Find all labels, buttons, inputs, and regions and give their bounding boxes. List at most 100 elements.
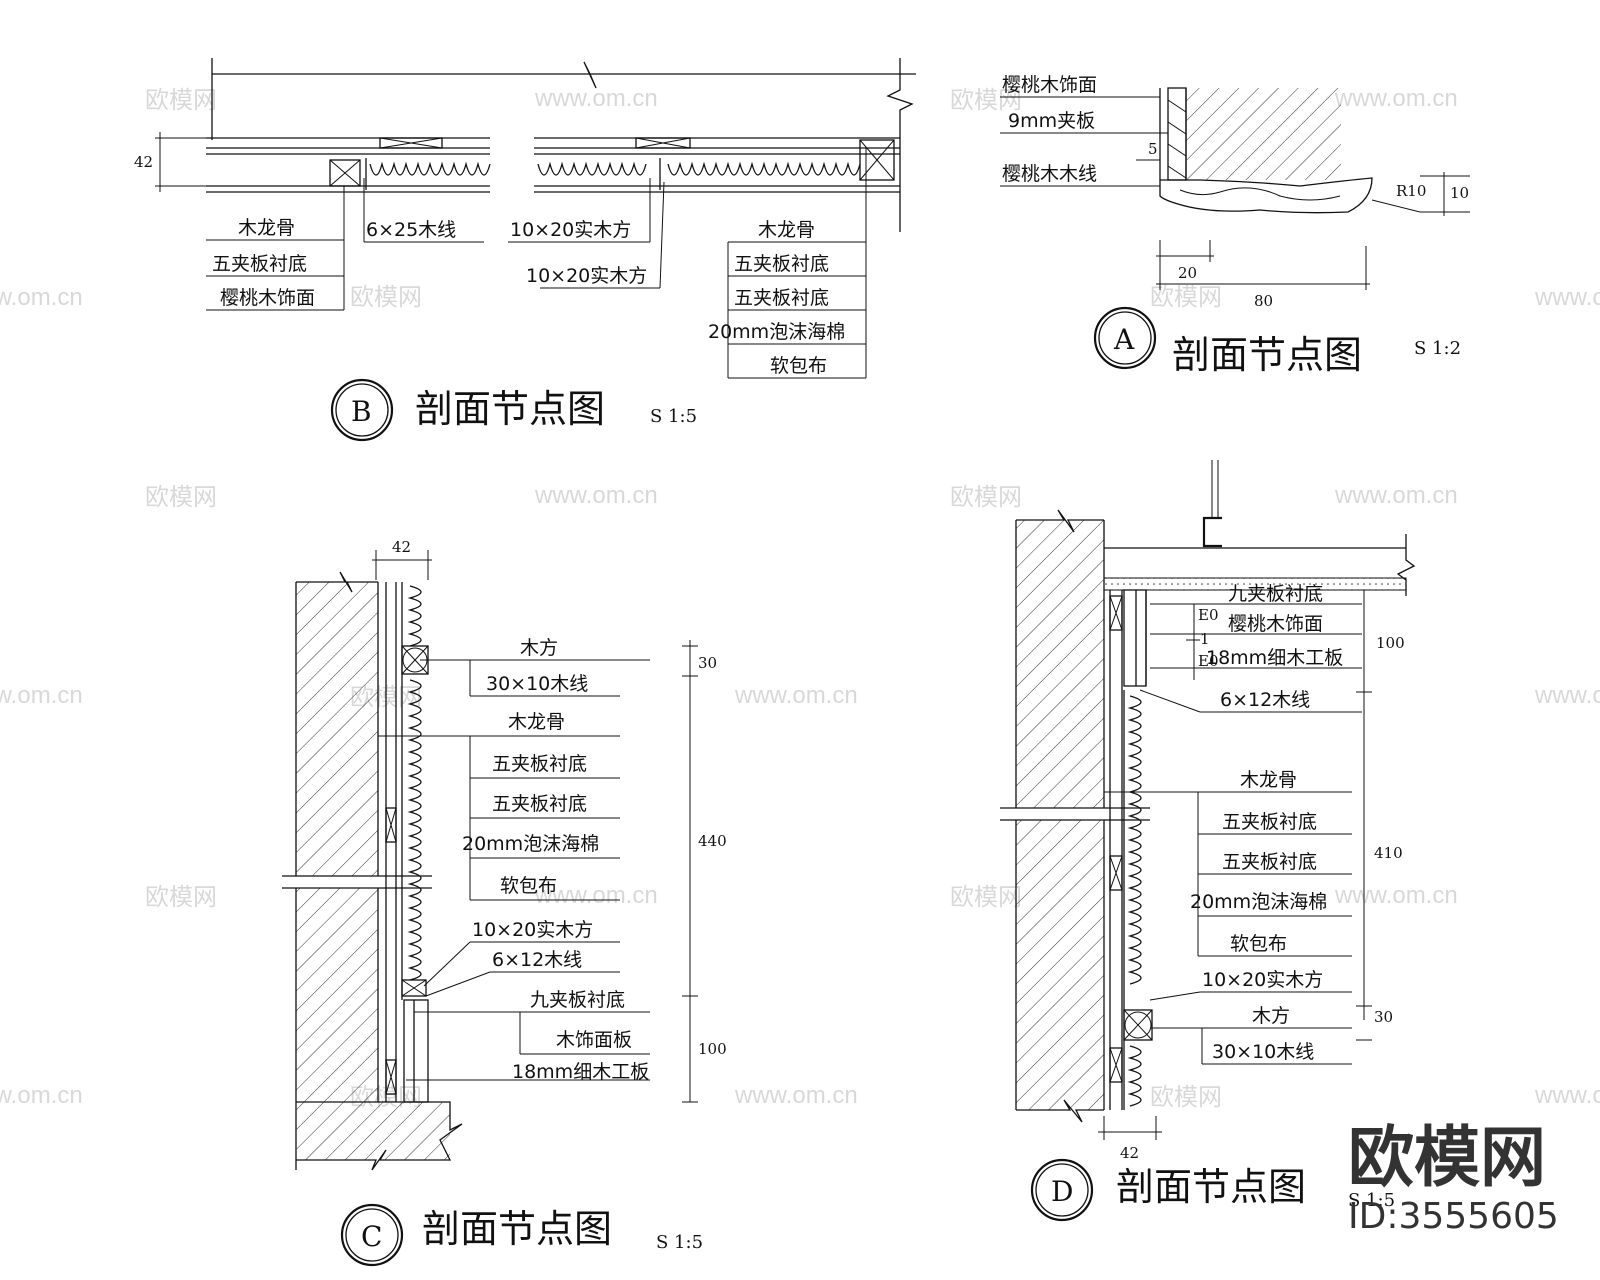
detail-d-label-foam: 20mm泡沫海棉 (1190, 891, 1327, 913)
detail-d-label-blockboard: 18mm细木工板 (1206, 647, 1343, 669)
detail-d-label-plywood-top: 九夹板衬底 (1228, 583, 1323, 605)
watermark-text: 欧模网 (1150, 284, 1222, 311)
brand-mark: 欧模网 ID:3555605 (1348, 1119, 1559, 1237)
detail-d-dim-e0-1: E0 (1198, 606, 1219, 624)
detail-a-label-plywood: 9mm夹板 (1008, 110, 1095, 132)
watermark-url: www.om.cn (1534, 682, 1600, 709)
detail-a-molding (1159, 177, 1373, 214)
detail-c-label-blockboard: 18mm细木工板 (512, 1061, 649, 1083)
detail-d-dim-30: 30 (1374, 1008, 1393, 1026)
detail-b-label-block-1: 10×20实木方 (510, 219, 631, 241)
detail-b: 42 木龙骨 五夹板衬底 樱桃木饰面 6×25木线 10×20实木方 10×20… (134, 58, 916, 442)
detail-c: 42 木方 30×10木线 木龙骨 五夹板衬底 五夹板衬底 20mm泡沫海棉 软… (282, 538, 727, 1267)
detail-d-label-plywood-1: 五夹板衬底 (1222, 811, 1317, 833)
detail-a-title: 剖面节点图 (1172, 333, 1362, 377)
detail-b-label-keel: 木龙骨 (238, 217, 295, 239)
detail-a-dim-r10: R10 (1396, 182, 1426, 200)
detail-d-label-block: 10×20实木方 (1202, 969, 1323, 991)
detail-a-marker-circle (1093, 306, 1157, 370)
detail-a-label-veneer: 樱桃木饰面 (1002, 74, 1097, 96)
detail-a-scale: S 1:2 (1414, 338, 1461, 359)
detail-c-title: 剖面节点图 (422, 1207, 612, 1251)
detail-d-dim-e0-2: E0 (1198, 652, 1219, 670)
detail-a-label-trim: 樱桃木木线 (1002, 163, 1097, 185)
detail-b-label-trim: 6×25木线 (366, 219, 456, 241)
watermark-text: 欧模网 (950, 484, 1022, 511)
watermark-text: 欧模网 (145, 484, 217, 511)
detail-a: 樱桃木饰面 9mm夹板 樱桃木木线 5 R10 10 20 80 A 剖面节点图… (1000, 74, 1470, 377)
watermark-url: www.om.cn (534, 882, 658, 909)
detail-c-marker: C (361, 1220, 382, 1253)
watermark-url: www.om.cn (1334, 882, 1458, 909)
detail-d-marker-circle (1030, 1158, 1094, 1222)
detail-a-dim-5: 5 (1148, 140, 1158, 158)
detail-b-marker-circle (330, 378, 394, 442)
watermark-layer: 欧模网 www.om.cn 欧模网 www.om.cn www.om.cn 欧模… (0, 85, 1600, 1111)
detail-c-label-batten: 木方 (520, 637, 558, 659)
detail-b-dim-height: 42 (134, 153, 153, 171)
watermark-url: www.om.cn (1334, 482, 1458, 509)
watermark-url: www.om.cn (1534, 1082, 1600, 1109)
watermark-url: www.om.cn (0, 682, 83, 709)
detail-b-label-plywood-r2: 五夹板衬底 (734, 287, 829, 309)
watermark-url: www.om.cn (1334, 85, 1458, 112)
detail-d-dim-1: 1 (1200, 630, 1210, 648)
watermark-text: 欧模网 (950, 884, 1022, 911)
detail-c-scale: S 1:5 (656, 1232, 703, 1253)
detail-a-dim-10: 10 (1450, 184, 1469, 202)
detail-d-dim-410: 410 (1374, 844, 1403, 862)
brand-name: 欧模网 (1348, 1119, 1546, 1196)
detail-c-label-trim-30: 30×10木线 (486, 673, 588, 695)
detail-b-label-keel-r: 木龙骨 (758, 219, 815, 241)
watermark-url: www.om.cn (534, 85, 658, 112)
detail-d-label-veneer: 樱桃木饰面 (1228, 613, 1323, 635)
watermark-url: www.om.cn (734, 1082, 858, 1109)
detail-d-label-fabric: 软包布 (1230, 933, 1287, 955)
detail-d-label-trim-6: 6×12木线 (1220, 689, 1310, 711)
watermark-url: www.om.cn (0, 1082, 83, 1109)
brand-id: ID:3555605 (1348, 1196, 1559, 1237)
detail-d-label-trim-30: 30×10木线 (1212, 1041, 1314, 1063)
watermark-url: www.om.cn (1534, 284, 1600, 311)
detail-d-dim-bottom: 42 (1120, 1144, 1139, 1162)
detail-c-marker-circle (340, 1203, 404, 1267)
detail-b-right-edge (886, 58, 914, 232)
detail-b-label-plywood: 五夹板衬底 (212, 253, 307, 275)
detail-b-label-plywood-r1: 五夹板衬底 (734, 253, 829, 275)
detail-c-label-fabric: 软包布 (500, 875, 557, 897)
detail-c-label-plywood-1: 五夹板衬底 (492, 753, 587, 775)
detail-d-label-keel: 木龙骨 (1240, 769, 1297, 791)
detail-d-dim-100: 100 (1376, 634, 1405, 652)
detail-d-label-batten: 木方 (1252, 1005, 1290, 1027)
detail-c-label-trim-6: 6×12木线 (492, 949, 582, 971)
detail-b-title: 剖面节点图 (415, 387, 605, 431)
watermark-text: 欧模网 (145, 884, 217, 911)
detail-d-marker: D (1051, 1175, 1073, 1208)
detail-a-marker: A (1113, 323, 1135, 356)
detail-c-dim-30: 30 (698, 654, 717, 672)
detail-a-dim-80: 80 (1254, 292, 1273, 310)
detail-a-dim-20: 20 (1178, 264, 1197, 282)
detail-c-label-keel: 木龙骨 (508, 711, 565, 733)
watermark-url: www.om.cn (534, 482, 658, 509)
detail-b-label-foam: 20mm泡沫海棉 (708, 321, 845, 343)
detail-c-label-base-plywood: 九夹板衬底 (530, 989, 625, 1011)
detail-b-label-block-2: 10×20实木方 (526, 265, 647, 287)
detail-c-label-block: 10×20实木方 (472, 919, 593, 941)
watermark-url: www.om.cn (734, 682, 858, 709)
detail-a-wall (1186, 88, 1341, 180)
detail-b-foam-mid (537, 161, 647, 176)
watermark-text: 欧模网 (1150, 1084, 1222, 1111)
detail-c-wall (296, 582, 378, 1102)
detail-c-foam-lower (407, 679, 422, 981)
detail-d: E0 E0 1 九夹板衬底 樱桃木饰面 18mm细木工板 6×12木线 木龙骨 … (1000, 460, 1416, 1222)
watermark-text: 欧模网 (145, 87, 217, 114)
detail-c-dim-top: 42 (392, 538, 411, 556)
detail-c-foam-upper (407, 585, 422, 647)
detail-b-foam-right (667, 161, 861, 176)
detail-c-dim-440: 440 (698, 832, 727, 850)
detail-c-dim-100: 100 (698, 1040, 727, 1058)
watermark-text: 欧模网 (350, 284, 422, 311)
detail-b-top-line (212, 61, 916, 89)
